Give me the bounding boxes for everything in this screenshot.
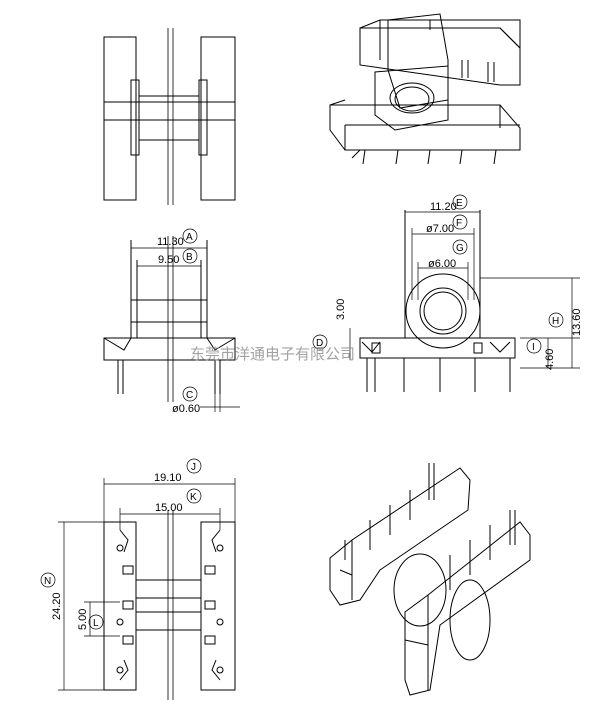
marker-a: A — [186, 232, 193, 243]
dim-pin-pitch: 5.00 — [77, 609, 89, 630]
marker-n: N — [44, 576, 51, 587]
marker-d: D — [316, 338, 323, 349]
marker-k: K — [190, 492, 197, 503]
dim-pin-diameter: ø0.60 — [172, 403, 200, 415]
marker-i: I — [532, 342, 535, 353]
marker-f: F — [456, 218, 462, 229]
dim-bore-outer: ø7.00 — [426, 223, 454, 235]
marker-h: H — [552, 316, 559, 327]
top-view — [103, 28, 236, 205]
bottom-view — [103, 510, 236, 700]
dim-total-height: 13.60 — [571, 308, 583, 336]
marker-j: J — [191, 462, 196, 473]
iso-view-top — [329, 13, 521, 165]
dim-bore-inner: ø6.00 — [428, 258, 456, 270]
dim-slot-width: 15.00 — [155, 502, 183, 514]
marker-e: E — [456, 198, 463, 209]
dim-base-length: 24.20 — [51, 592, 63, 620]
side-view-dimensions — [131, 228, 240, 412]
dim-pin-height: 4.60 — [544, 349, 556, 370]
front-view — [359, 210, 516, 392]
dim-side-outer-width: 11.30 — [157, 236, 184, 248]
dim-front-width: 11.20 — [430, 201, 457, 213]
marker-l: L — [93, 618, 99, 629]
marker-c: C — [186, 390, 193, 401]
bottom-view-dimensions — [40, 458, 236, 691]
marker-b: B — [186, 252, 193, 263]
iso-view-bottom — [329, 463, 531, 696]
front-view-dimensions — [312, 194, 580, 369]
marker-g: G — [456, 243, 464, 254]
company-watermark: 东莞市洋通电子有限公司 — [190, 345, 355, 363]
dim-flange-depth: 3.00 — [335, 299, 347, 320]
dim-base-width: 19.10 — [154, 472, 182, 484]
dim-side-inner-width: 9.50 — [158, 254, 179, 266]
side-view — [103, 236, 236, 402]
